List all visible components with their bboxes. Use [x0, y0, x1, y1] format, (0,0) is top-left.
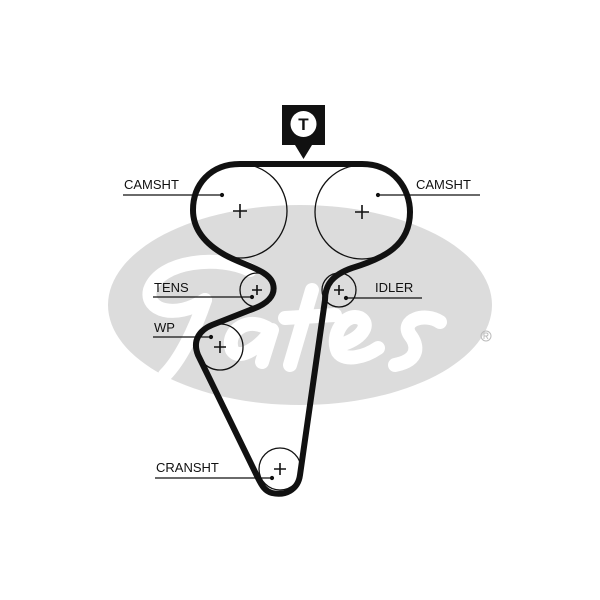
- label-camshaft-left: CAMSHT: [124, 177, 179, 192]
- label-tensioner: TENS: [154, 280, 189, 295]
- marker-letter: T: [298, 115, 309, 134]
- label-camshaft-right: CAMSHT: [416, 177, 471, 192]
- label-idler: IDLER: [375, 280, 413, 295]
- gates-logo-script: [142, 254, 447, 382]
- label-water-pump: WP: [154, 320, 175, 335]
- leader-lines: [123, 192, 480, 481]
- label-crankshaft: CRANSHT: [156, 460, 219, 475]
- marker-t: T: [282, 105, 325, 159]
- registered-mark-icon: [480, 330, 492, 342]
- pulley-centers: [214, 204, 369, 475]
- gates-logo-watermark: [108, 205, 492, 405]
